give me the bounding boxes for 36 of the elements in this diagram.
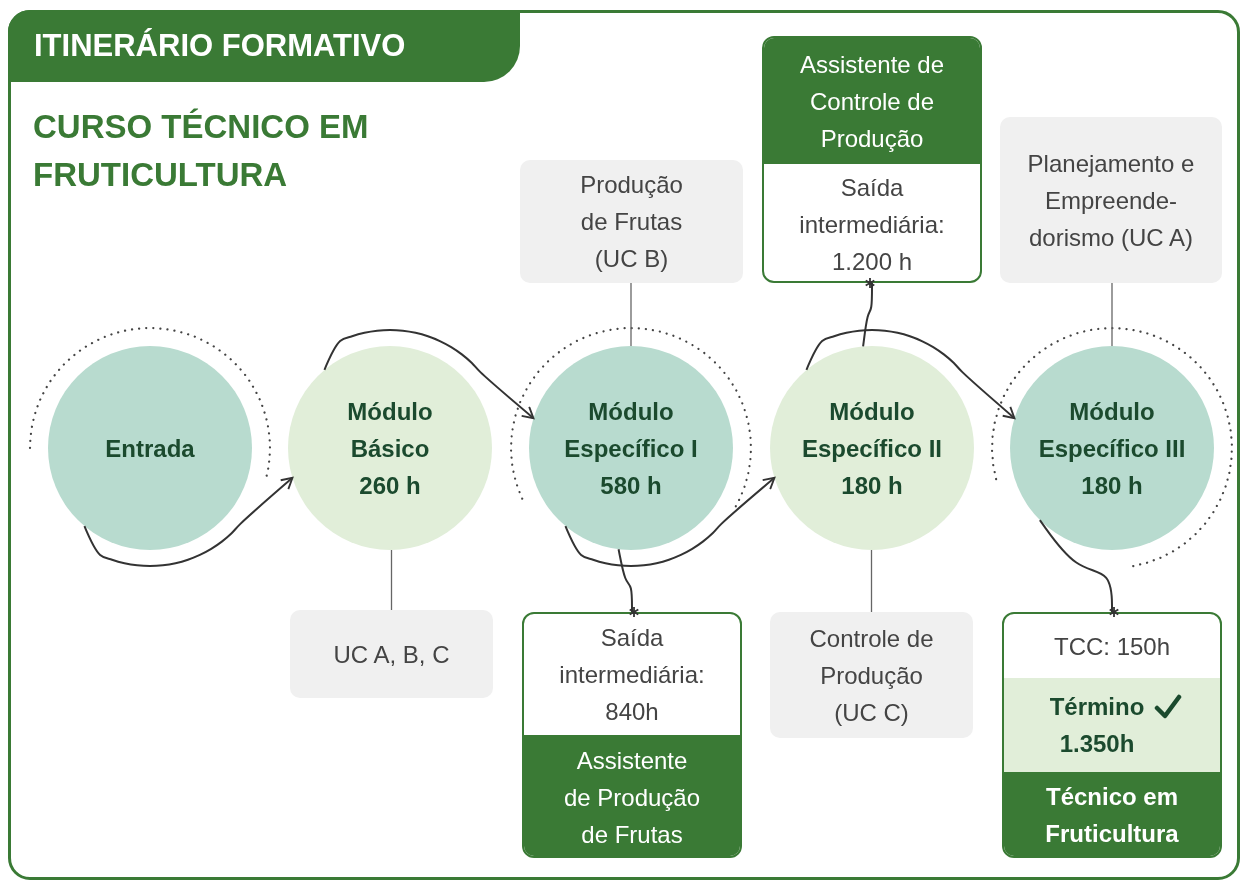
module-label: Módulo Específico II 180 h (800, 396, 944, 501)
curved-arrow (83, 476, 294, 567)
connector-line (870, 549, 873, 613)
module-label: Módulo Específico III 180 h (1037, 396, 1187, 501)
topic-box (770, 612, 973, 738)
branch-connector (1038, 519, 1120, 618)
topic-text: Planejamento e Empreende-dorismo (UC A) (1026, 148, 1196, 253)
card-text: TCC: 150h (1053, 631, 1171, 662)
curved-arrow (564, 476, 776, 567)
topic-box (1000, 117, 1222, 283)
topic-box (290, 610, 493, 698)
band-text: Técnico em Fruticultura (1044, 782, 1180, 849)
band-text: Assistente de Controle de Produção (798, 49, 946, 154)
branch-connector (617, 548, 640, 618)
card-text: Saída intermediária: 840h (558, 623, 706, 727)
connector-line (1111, 282, 1113, 347)
topic-box (520, 160, 743, 283)
exit-card (522, 612, 742, 858)
topic-text: Controle de Produção (UC C) (808, 623, 935, 728)
curved-arrow (805, 329, 1016, 420)
module-label: Entrada (105, 433, 195, 464)
connector-line (390, 549, 393, 611)
exit-card (1002, 612, 1222, 858)
topic-text: Produção de Frutas (UC B) (579, 170, 684, 274)
total-text: Término 1.350h (1048, 692, 1146, 759)
card-text: Saída intermediária: 1.200 h (798, 173, 946, 277)
branch-connector (862, 277, 876, 348)
band-text: Assistente de Produção de Frutas (562, 746, 702, 850)
connector-line (630, 282, 632, 347)
topic-text: UC A, B, C (333, 639, 450, 670)
course-heading: CURSO TÉCNICO EM FRUTICULTURA (33, 107, 370, 195)
title-tab: ITINERÁRIO FORMATIVO (8, 10, 520, 82)
curved-arrow (323, 329, 535, 420)
exit-card (762, 36, 982, 283)
module-label: Módulo Básico 260 h (346, 396, 434, 501)
module-label: Módulo Específico I 580 h (563, 396, 699, 501)
